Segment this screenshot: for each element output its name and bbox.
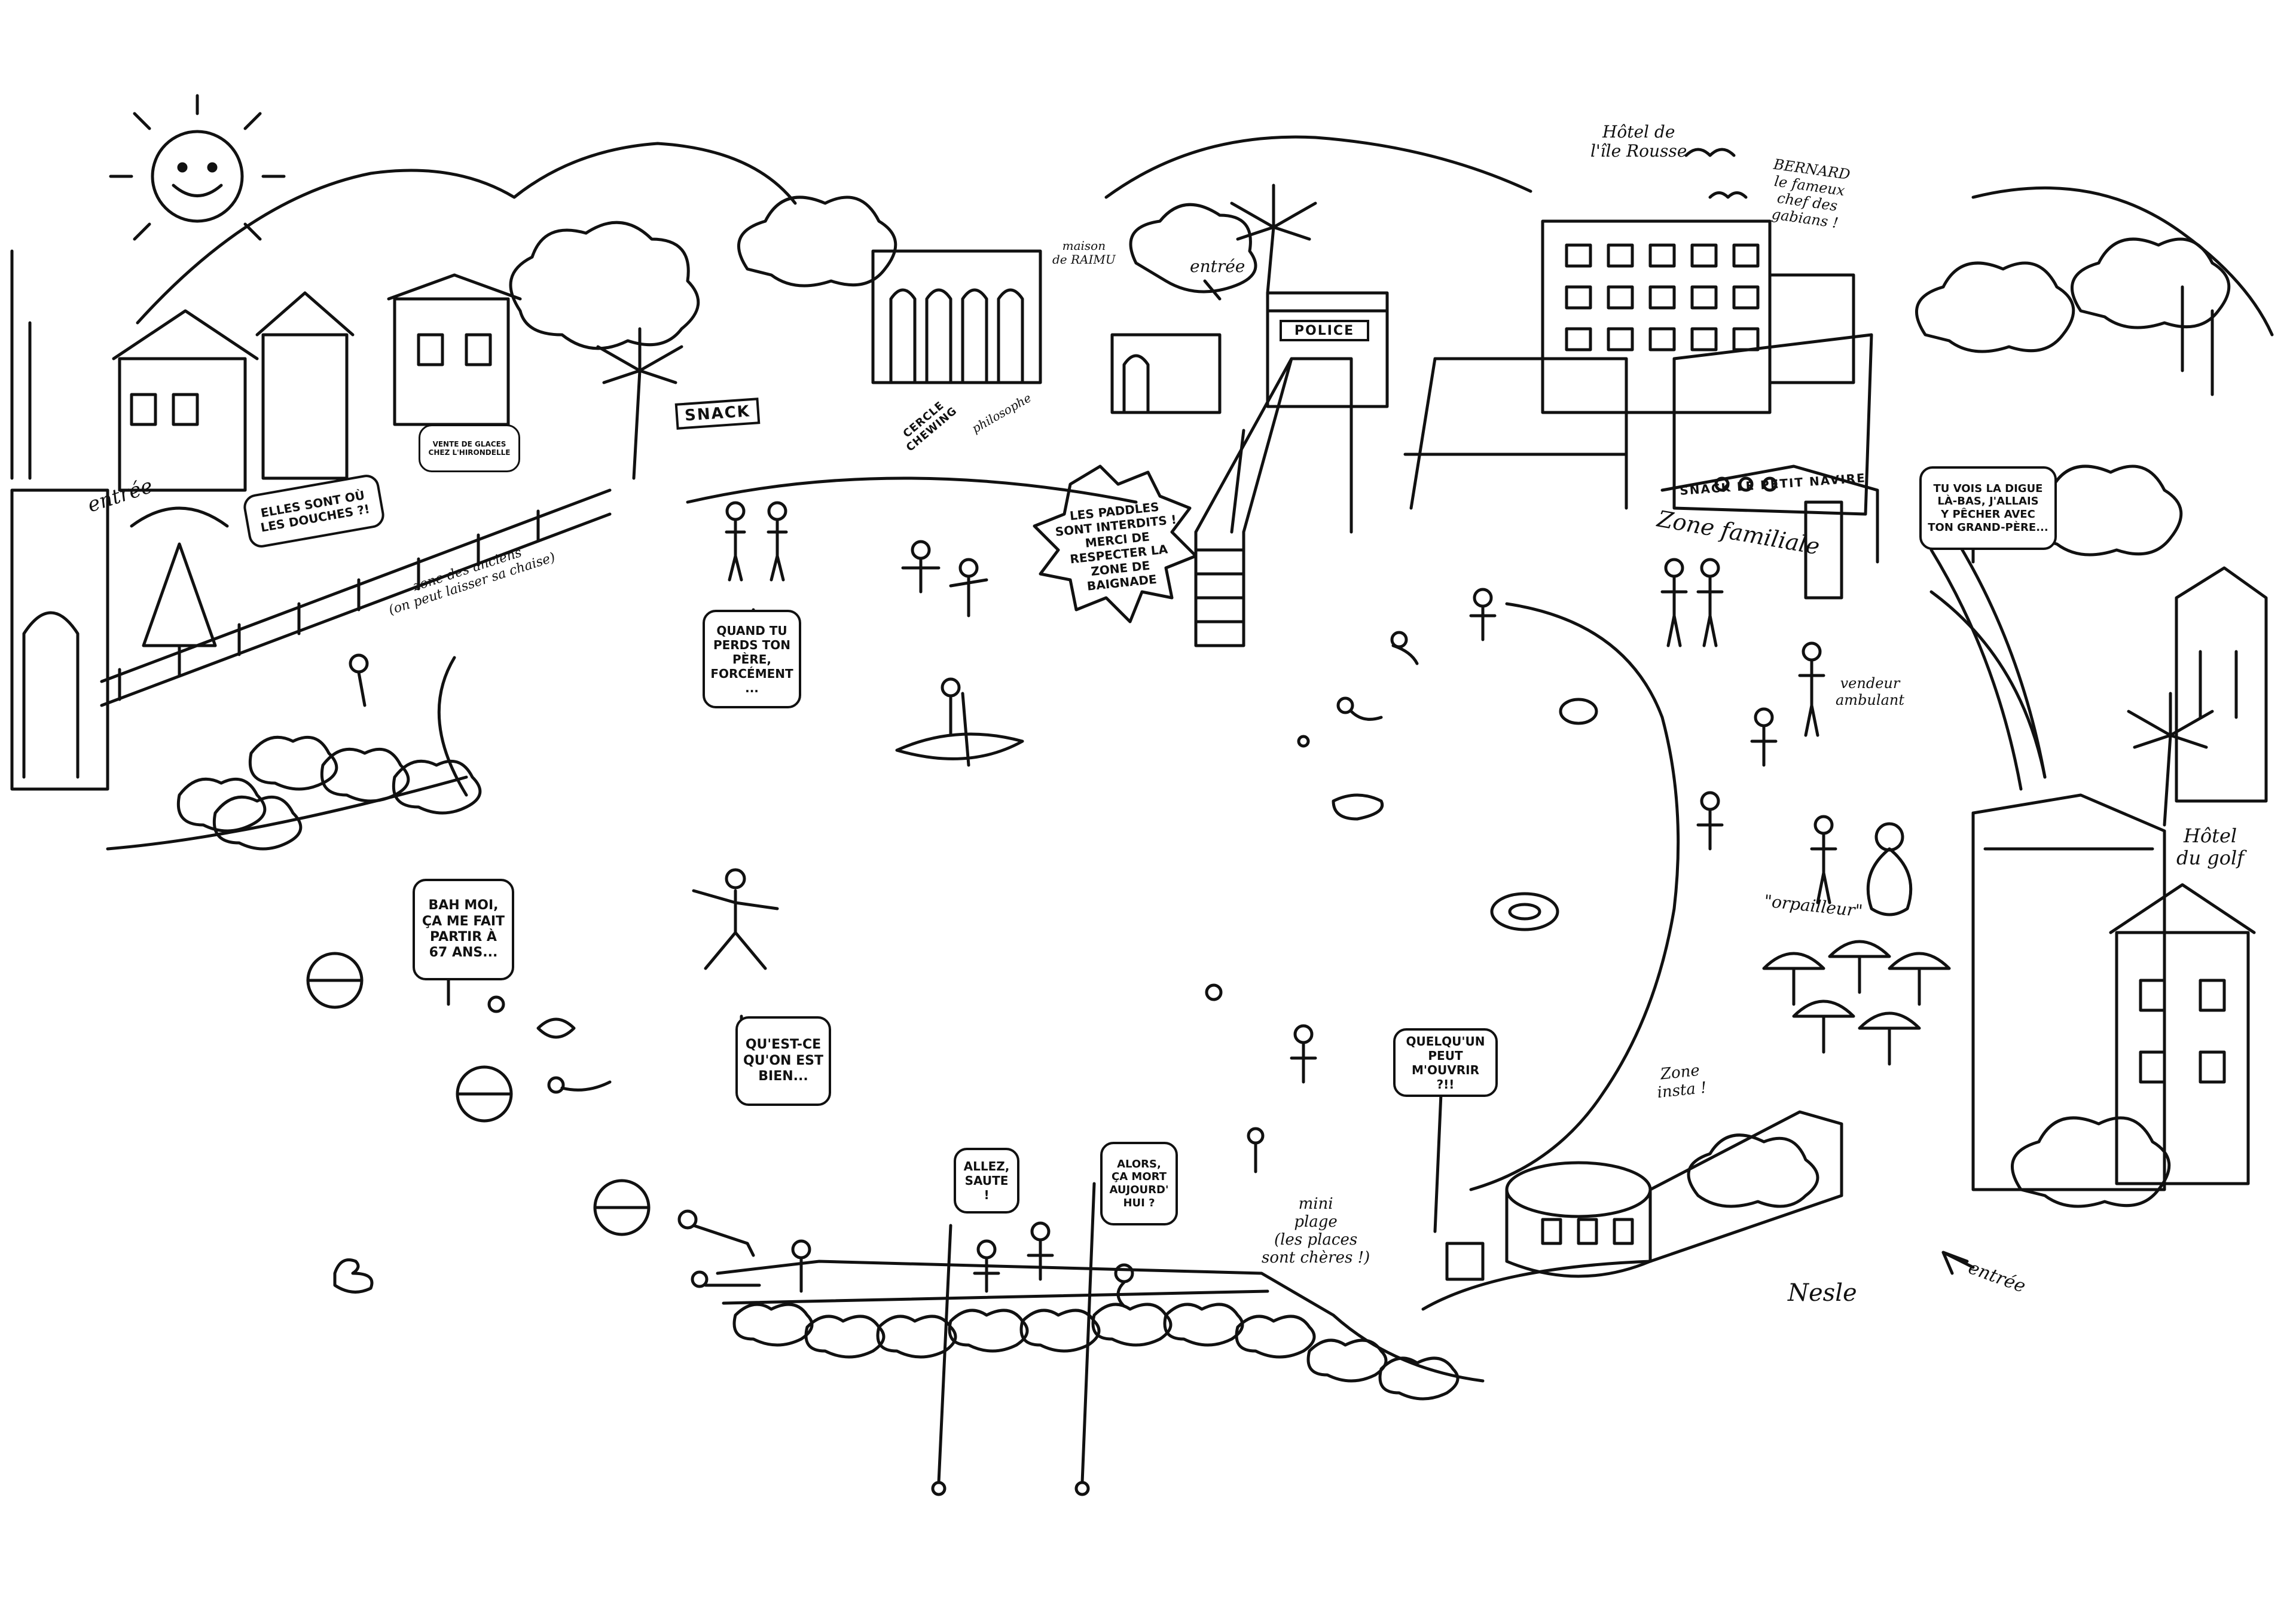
entree-arrow-top-icon: [1203, 279, 1222, 301]
mini-plage-label: mini plage (les places sont chères !): [1262, 1195, 1370, 1267]
tu-vois-la-digue-bubble: TU VOIS LA DIGUE LÀ-BAS, J'ALLAIS Y PÊCH…: [1919, 466, 2057, 550]
buoys: [306, 952, 651, 1236]
allez-saute-bubble: ALLEZ, SAUTE !: [954, 1148, 1019, 1214]
right-road: [1929, 536, 2047, 791]
rocks-left: [106, 735, 482, 851]
arched-building: [871, 249, 1222, 414]
quand-tu-perds-bubble: QUAND TU PERDS TON PÈRE, FORCÉMENT ...: [703, 610, 801, 708]
entree-arrow-icon: [1941, 1251, 1975, 1275]
pontoon: [1194, 357, 1293, 647]
police-sign: POLICE: [1280, 320, 1369, 341]
police-building: [1194, 291, 1389, 534]
sun-icon: [109, 94, 286, 241]
hotel-ile-rousse-label: Hôtel de l'île Rousse: [1590, 122, 1687, 161]
bernard-label: BERNARD le fameux chef des gabians !: [1770, 155, 1852, 232]
fishing-lines: [931, 1182, 1096, 1496]
starfish-swimmer: [692, 868, 779, 970]
trees: [509, 195, 2231, 1208]
shoreline: [437, 476, 2047, 1191]
entree-label-top: entrée: [1190, 256, 1245, 276]
paddles-bubble: LES PADDLES SONT INTERDITS ! MERCI DE RE…: [1054, 499, 1177, 594]
palm-trees: [596, 184, 2214, 827]
maison-raimu-label: maison de RAIMU: [1052, 239, 1116, 267]
float-rings: [1490, 698, 1598, 931]
snack-petit-navire: [1660, 464, 1879, 600]
seagull-icon: [1684, 148, 1748, 199]
bah-moi-bubble: BAH MOI, ÇA ME FAIT PARTIR À 67 ANS...: [413, 879, 514, 980]
quest-ce-bubble: QU'EST-CE QU'ON EST BIEN...: [735, 1016, 831, 1106]
vendeur-label: vendeur ambulant: [1836, 675, 1904, 708]
hotel-ile-rousse: [1403, 219, 1873, 516]
zone-insta-label: Zone insta !: [1656, 1061, 1708, 1102]
hotel-du-golf: [1971, 566, 2268, 1191]
hotel-golf-label: Hôtel du golf: [2176, 824, 2245, 869]
artist-signature: Nesle: [1788, 1279, 1857, 1307]
duck-icon: [333, 1258, 374, 1294]
people: [349, 501, 1913, 1308]
quelquun-bubble: QUELQU'UN PEUT M'OUVRIR ?!!: [1393, 1028, 1498, 1097]
breakwater: [716, 1260, 1485, 1401]
pavilion: [1421, 1110, 1843, 1311]
tiny-sign-bubble: VENTE DE GLACES CHEZ L'HIRONDELLE: [419, 424, 520, 472]
alors-ca-mord-bubble: ALORS, ÇA MORT AUJOURD' HUI ?: [1100, 1142, 1178, 1225]
mountains: [136, 135, 2274, 337]
umbrellas: [1762, 940, 1951, 1066]
promenade: [100, 488, 612, 707]
left-village: [10, 249, 522, 791]
paddle-board: [895, 677, 1024, 767]
paddle-warning-star: [1033, 464, 1198, 623]
